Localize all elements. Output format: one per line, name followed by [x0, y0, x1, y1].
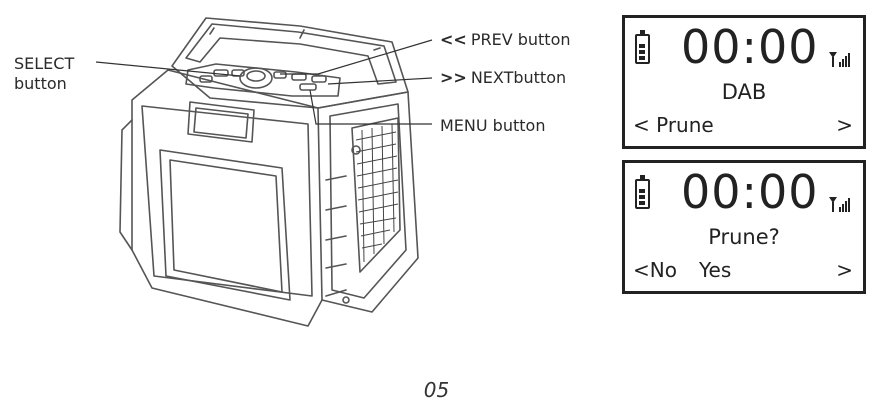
device-handle	[185, 23, 397, 85]
page-number: 05	[423, 378, 450, 402]
right-arrow-icon: >	[836, 113, 853, 137]
prev-arrow-icon: <<	[440, 30, 467, 49]
battery-icon	[635, 175, 650, 209]
next-button-label: >>NEXTbutton	[440, 68, 566, 88]
left-arrow-icon: <	[633, 113, 650, 137]
select-leader-line	[95, 61, 241, 77]
screen-mode-text: DAB	[721, 80, 767, 104]
clock-time: 00:00	[681, 20, 819, 74]
next-label-text: NEXTbutton	[470, 68, 567, 87]
device-top-face	[171, 17, 409, 109]
select-label-line1: SELECT	[14, 54, 75, 73]
lcd-screen-prune-confirm: 00:00 Prune? <No Yes >	[622, 160, 866, 294]
prev-label-text: PREV button	[470, 30, 571, 49]
device-front-display	[187, 101, 255, 143]
device-control-panel	[185, 63, 341, 97]
clock-time: 00:00	[681, 165, 819, 219]
signal-icon	[829, 52, 850, 67]
select-label-line2: button	[14, 74, 67, 93]
next-leader-line	[327, 77, 433, 85]
device-side-grille	[351, 117, 401, 273]
choice-yes: Yes	[698, 258, 732, 282]
lcd-screen-dab: 00:00 DAB < Prune >	[622, 15, 866, 149]
right-arrow-icon: >	[836, 258, 853, 282]
next-arrow-icon: >>	[440, 68, 467, 87]
signal-icon	[829, 197, 850, 212]
prev-button-label: <<PREV button	[440, 30, 571, 50]
left-arrow-icon: <	[633, 258, 650, 282]
choice-no: No	[649, 258, 677, 282]
device-side-face	[317, 91, 419, 313]
select-knob	[239, 67, 273, 89]
device-front-face	[131, 69, 323, 327]
menu-button-label: MENU button	[440, 116, 546, 135]
menu-leader-line	[309, 89, 432, 125]
device-front-grille	[159, 149, 291, 301]
battery-icon	[635, 30, 650, 64]
screen-prompt-text: Prune?	[708, 225, 780, 249]
prev-leader-line	[280, 39, 433, 75]
select-button-label: SELECT button	[14, 54, 94, 94]
menu-option-text: Prune	[656, 113, 714, 137]
